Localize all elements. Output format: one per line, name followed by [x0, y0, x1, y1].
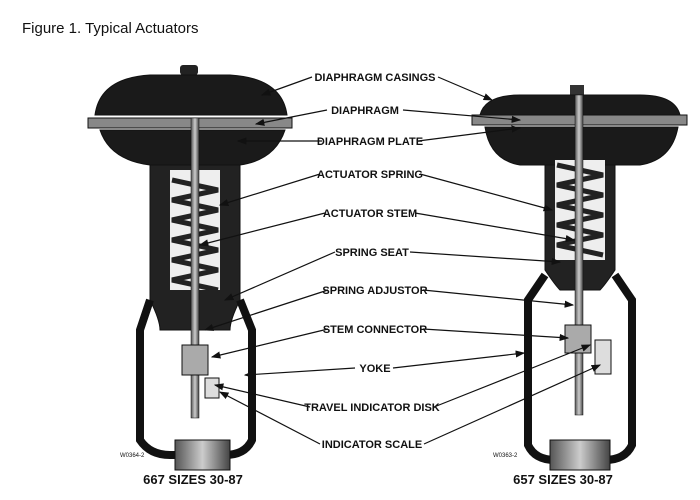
label-indicator-scale: INDICATOR SCALE	[322, 439, 422, 451]
label-diaphragm-casings: DIAPHRAGM CASINGS	[314, 72, 435, 84]
left-caption: 667 SIZES 30-87	[143, 472, 243, 487]
label-actuator-spring: ACTUATOR SPRING	[317, 169, 423, 181]
label-yoke: YOKE	[359, 363, 390, 375]
label-spring-seat: SPRING SEAT	[335, 247, 409, 259]
label-diaphragm: DIAPHRAGM	[331, 105, 399, 117]
callout-labels: DIAPHRAGM CASINGS DIAPHRAGM DIAPHRAGM PL…	[304, 72, 440, 451]
left-drawing-code: W0364-2	[120, 453, 145, 459]
label-actuator-stem: ACTUATOR STEM	[323, 208, 417, 220]
label-diaphragm-plate: DIAPHRAGM PLATE	[317, 136, 423, 148]
right-drawing-code: W0363-2	[493, 453, 518, 459]
actuator-657: W0363-2 657 SIZES 30-87	[471, 85, 688, 487]
actuator-667: W0364-2 667 SIZES 30-87	[87, 65, 293, 487]
label-travel-indicator-disk: TRAVEL INDICATOR DISK	[304, 402, 440, 414]
label-stem-connector: STEM CONNECTOR	[323, 324, 427, 336]
figure-title: Figure 1. Typical Actuators	[22, 20, 199, 37]
right-caption: 657 SIZES 30-87	[513, 472, 613, 487]
callout-arrows	[198, 76, 602, 445]
label-spring-adjustor: SPRING ADJUSTOR	[322, 285, 427, 297]
